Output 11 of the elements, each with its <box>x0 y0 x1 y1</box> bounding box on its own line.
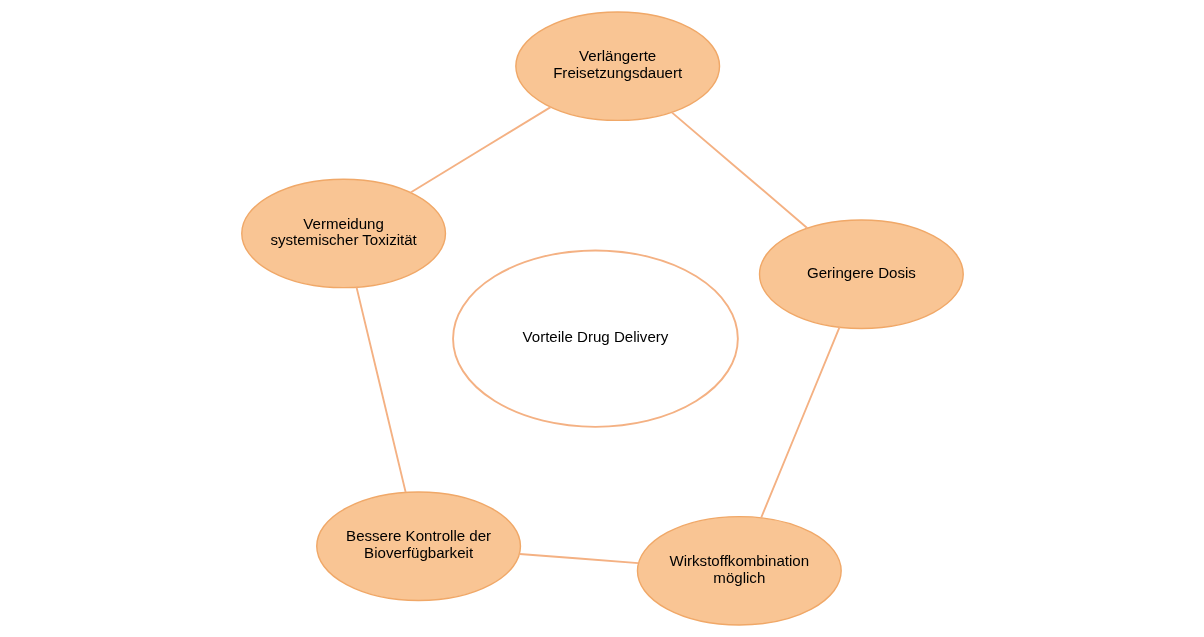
connector <box>518 553 639 565</box>
node-ellipse: Vermeidung systemischer Toxizität <box>240 178 446 289</box>
node-ellipse: Verlängerte Freisetzungsdauert <box>514 11 720 122</box>
node-ellipse: Wirkstoffkombination möglich <box>636 515 842 626</box>
node-ellipse: Bessere Kontrolle der Bioverfügbarkeit <box>315 491 521 602</box>
node-ellipse: Geringere Dosis <box>758 219 964 330</box>
connector <box>759 326 840 519</box>
connector <box>355 286 407 494</box>
connector <box>409 106 552 194</box>
connector <box>670 111 808 230</box>
node-ellipse: Vorteile Drug Delivery <box>451 249 739 428</box>
